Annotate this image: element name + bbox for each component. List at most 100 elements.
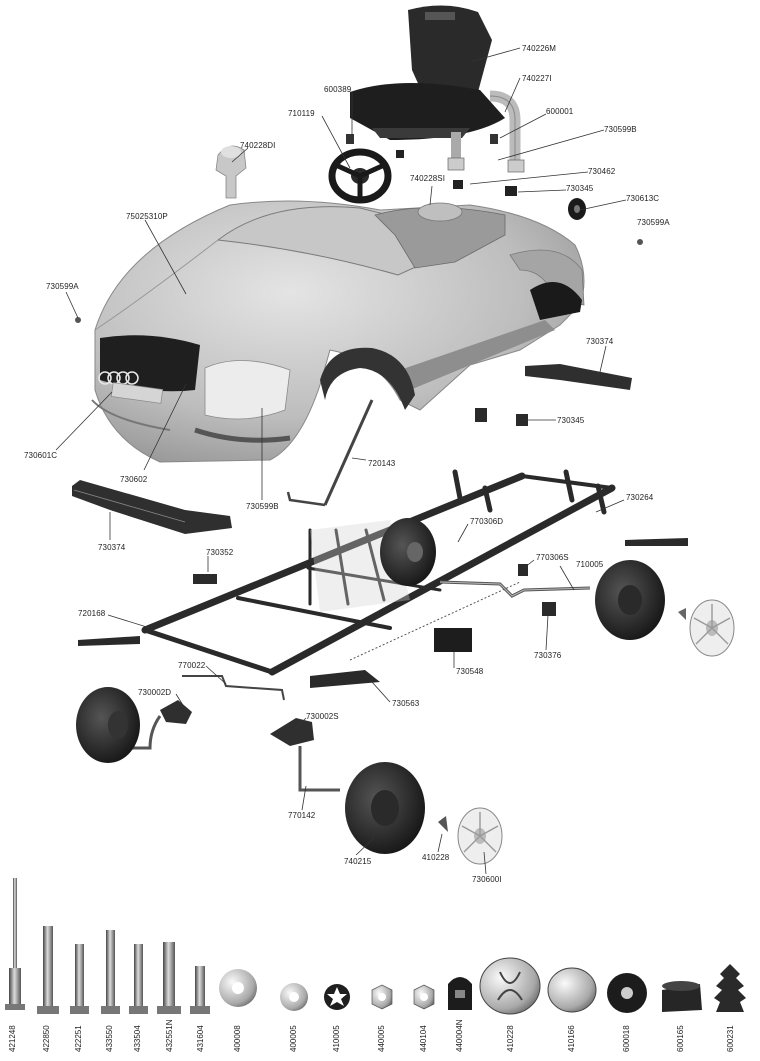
part-label: 770306S: [536, 553, 569, 562]
hardware-label: 400005: [289, 1025, 298, 1052]
part-label: 730345: [557, 416, 585, 425]
part-label: 720168: [78, 609, 106, 618]
steering-wheel: [328, 148, 392, 204]
part-label: 730599B: [604, 125, 637, 134]
bracket-right-arm: [625, 538, 688, 546]
bushing-770306S: [518, 564, 528, 576]
star-washer-410005: [324, 984, 350, 1010]
hardware-label: 410166: [567, 1025, 576, 1052]
chassis-frame: [141, 469, 616, 676]
part-label: 730601C: [24, 451, 58, 460]
hubcap-rear: [689, 599, 735, 657]
hardware-label: 440005: [377, 1025, 386, 1052]
knob-600001: [490, 134, 498, 144]
hardware-label: 433550: [105, 1025, 114, 1052]
rear-axle-710005: [439, 580, 591, 598]
grommet-600018: [607, 973, 647, 1013]
switch-730548: [434, 628, 472, 652]
part-label: 730374: [586, 337, 614, 346]
part-label: 730376: [534, 651, 562, 660]
rivet-421248: [5, 878, 25, 1010]
part-label: 730002S: [306, 712, 339, 721]
hardware-label: 421248: [8, 1025, 17, 1052]
part-label: 740215: [344, 857, 372, 866]
part-label: 710119: [288, 109, 315, 118]
steering-rod-720143: [286, 399, 374, 507]
hardware-label: 432551N: [165, 1019, 174, 1052]
hardware-label: 422251: [74, 1025, 83, 1052]
seat-post: [447, 90, 525, 173]
part-label: 730563: [392, 699, 420, 708]
hub-cap-410228: [479, 957, 541, 1015]
part-label: 730548: [456, 667, 484, 676]
part-label: 730602: [120, 475, 148, 484]
part-label: 730264: [626, 493, 654, 502]
part-label: 730002D: [138, 688, 172, 697]
part-label: 710005: [576, 560, 604, 569]
front-logo-rings: [98, 371, 139, 385]
hardware-label: 440104: [419, 1025, 428, 1052]
car-body: [91, 200, 585, 463]
washer-400005: [280, 983, 308, 1011]
part-label: 740228SI: [410, 174, 446, 183]
part-label: 730345: [566, 184, 594, 193]
screw-433504: [129, 944, 148, 1014]
washer-400008: [219, 969, 257, 1007]
knuckle-730002D: [128, 700, 192, 750]
part-label: 730613C: [626, 194, 660, 203]
push-rivet-600231: [714, 964, 746, 1012]
part-label: 740228DI: [240, 141, 276, 150]
part-label: 600001: [546, 107, 574, 116]
axle-nut-410228: [438, 816, 448, 832]
part-730376: [542, 602, 556, 616]
hardware-label: 600018: [622, 1025, 631, 1052]
front-bumper-bracket-730374: [72, 480, 232, 534]
bolt-422850: [37, 926, 59, 1014]
hardware-label: 400008: [233, 1025, 242, 1052]
part-label: 730599A: [46, 282, 79, 291]
screw-432551N: [157, 942, 181, 1014]
hardware-row: [5, 878, 746, 1015]
part-label: 770306D: [470, 517, 504, 526]
hardware-label: 410228: [506, 1025, 515, 1052]
part-label: 740226M: [522, 44, 557, 53]
cap-730462: [453, 180, 463, 189]
part-label: 730374: [98, 543, 126, 552]
screw-431604: [190, 966, 210, 1014]
part-label: 730462: [588, 167, 616, 176]
front-left-tire: [76, 687, 140, 763]
part-label: 770022: [178, 661, 206, 670]
screw-730599A-right: [637, 239, 643, 245]
part-label: 730600I: [472, 875, 502, 884]
plug-600165: [662, 981, 702, 1012]
hardware-label: 422850: [42, 1025, 51, 1052]
part-label: 730599A: [637, 218, 670, 227]
knuckle-730002S: [270, 718, 340, 792]
part-label: 410228: [422, 853, 450, 862]
tie-rod-770022: [182, 675, 285, 701]
part-label: 740227I: [522, 74, 552, 83]
cap-730345-top: [505, 186, 517, 196]
hardware-label: 600165: [676, 1025, 685, 1052]
axle-nut-rear: [678, 608, 686, 620]
part-label: 770142: [288, 811, 316, 820]
part-label: 75025310P: [126, 212, 168, 221]
hubcap-730600I: [457, 807, 503, 865]
part-label: 600389: [324, 85, 352, 94]
wheel-cap-730613C: [568, 198, 586, 220]
screw-433550: [101, 930, 120, 1014]
dome-cap-410166: [547, 967, 597, 1013]
bolt-422251: [70, 944, 89, 1014]
cap-nut-440004N: [448, 977, 472, 1010]
bracket-720168: [78, 636, 140, 646]
nut-440005: [371, 984, 393, 1010]
part-label: 730599B: [246, 502, 279, 511]
tire-740215: [345, 762, 425, 854]
rear-right-tire: [595, 560, 665, 640]
bracket-730563: [310, 670, 380, 688]
hardware-label: 410005: [332, 1025, 341, 1052]
part-label: 720143: [368, 459, 396, 468]
hardware-label: 433504: [133, 1025, 142, 1052]
seat-bolt-600389: [396, 150, 404, 158]
